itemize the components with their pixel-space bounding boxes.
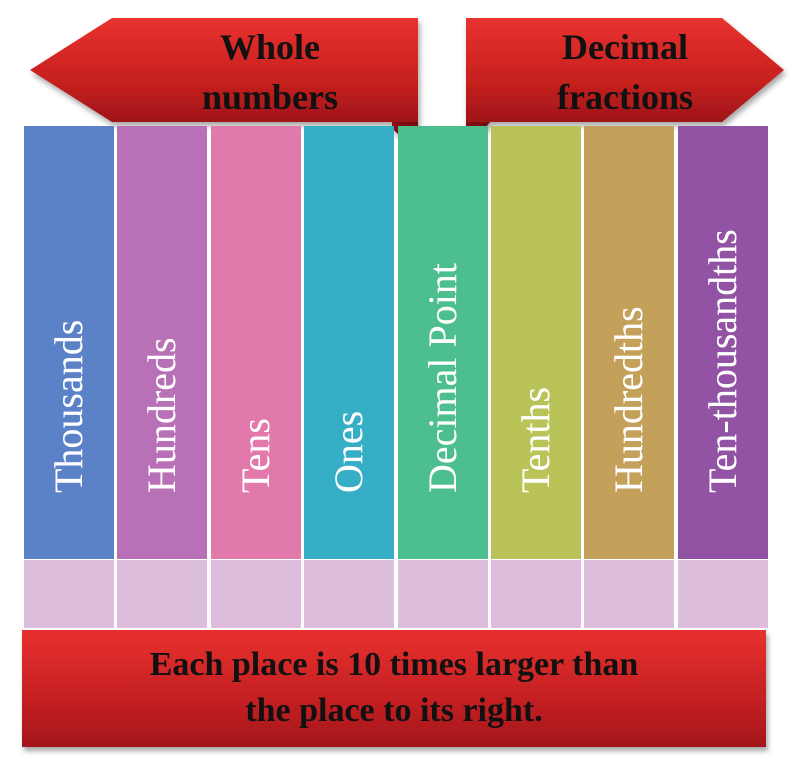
- decimal-fractions-line-1: Decimal: [562, 27, 688, 67]
- decimal-fractions-label: Decimal fractions: [520, 22, 730, 122]
- whole-numbers-label: Whole numbers: [170, 22, 370, 122]
- value-cell-tens: [210, 560, 301, 628]
- column-label: Hundreds: [139, 337, 185, 493]
- value-cell-tenths: [491, 560, 581, 628]
- column-label: Decimal Point: [419, 263, 465, 493]
- footer-line-1: Each place is 10 times larger than: [149, 646, 639, 683]
- column-ten-thousandths: Ten-thousandths: [677, 126, 768, 559]
- whole-numbers-arrow: [30, 18, 418, 122]
- footer-text: Each place is 10 times larger than the p…: [22, 642, 766, 734]
- column-thousands: Thousands: [24, 126, 114, 559]
- column-label: Tens: [232, 418, 278, 493]
- column-tens: Tens: [210, 126, 301, 559]
- decimal-fractions-arrow: [466, 18, 784, 122]
- column-tenths: Tenths: [491, 126, 581, 559]
- column-label: Ones: [326, 410, 372, 493]
- footer-line-2: the place to its right.: [245, 692, 543, 729]
- column-ones: Ones: [304, 126, 395, 559]
- value-cell-ones: [304, 560, 395, 628]
- column-label: Ten-thousandths: [699, 229, 745, 493]
- value-cell-hundredths: [584, 560, 675, 628]
- column-label: Thousands: [46, 319, 91, 493]
- column-decimal-point: Decimal Point: [397, 126, 488, 559]
- decimal-fractions-line-2: fractions: [557, 77, 693, 117]
- value-cell-hundreds: [117, 560, 208, 628]
- column-label: Hundredths: [606, 306, 652, 493]
- column-hundredths: Hundredths: [584, 126, 675, 559]
- column-label: Tenths: [513, 386, 558, 493]
- value-cell-decimal-point: [397, 560, 488, 628]
- value-cell-thousands: [24, 560, 114, 628]
- value-cell-ten-thousandths: [677, 560, 768, 628]
- whole-numbers-line-1: Whole: [219, 27, 320, 67]
- whole-numbers-line-2: numbers: [201, 77, 339, 117]
- footer-bar: Each place is 10 times larger than the p…: [22, 630, 766, 747]
- column-hundreds: Hundreds: [117, 126, 208, 559]
